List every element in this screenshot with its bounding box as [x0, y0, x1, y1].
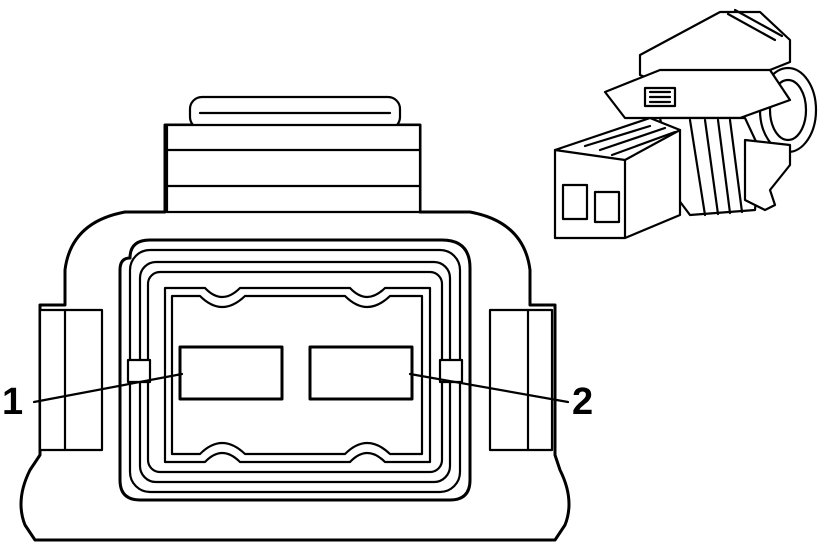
left-guide-slot [126, 358, 152, 384]
connector-upper-shroud [165, 123, 422, 214]
iso-rear-boot-inner [768, 78, 808, 142]
connector-isometric-view [553, 8, 818, 240]
iso-upper-body [603, 68, 792, 120]
iso-front-edges [553, 128, 682, 240]
connector-face-view: 1 2 [2, 95, 593, 542]
iso-terminal-window-2 [593, 190, 621, 224]
leader-line-2 [408, 372, 570, 404]
iso-latch-ridges [726, 8, 784, 42]
terminal-cavity-2 [308, 345, 414, 401]
iso-ribs [688, 118, 744, 217]
right-guide-slot [438, 358, 464, 384]
iso-rear-flange [743, 138, 792, 212]
iso-terminal-window-1 [561, 183, 589, 221]
iso-top-grooves [583, 124, 677, 157]
terminal-label-2: 2 [572, 381, 593, 423]
iso-window-lines [648, 90, 672, 104]
connector-left-ear [38, 308, 104, 452]
connector-right-ear [488, 308, 554, 452]
connector-cavity [163, 286, 432, 464]
terminal-cavity-1 [178, 345, 284, 401]
connector-cavity-inner [170, 294, 424, 456]
terminal-label-1: 1 [2, 381, 23, 423]
leader-line-1 [32, 372, 184, 404]
